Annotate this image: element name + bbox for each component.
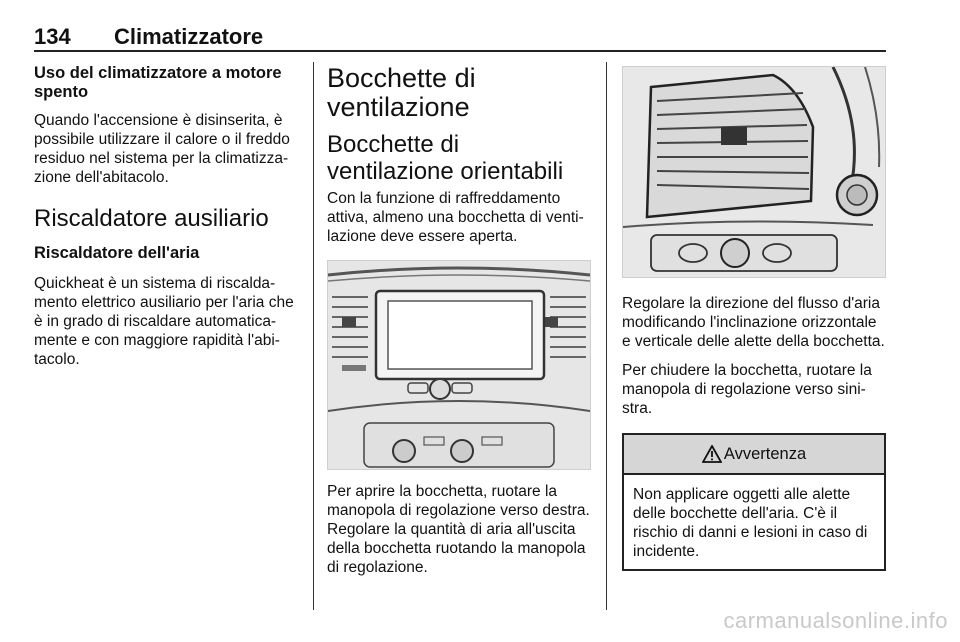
section-title-auxiliary-heater: Riscaldatore ausiliario bbox=[34, 205, 269, 232]
paragraph-residual-heat: Quando l'accensione è disinserita, è pos… bbox=[34, 112, 290, 186]
paragraph-open-vent: Per aprire la bocchetta, ruotare la mano… bbox=[327, 483, 590, 576]
page-number: 134 bbox=[34, 24, 71, 49]
paragraph-close-vent: Per chiudere la bocchetta, ruotare la ma… bbox=[622, 362, 872, 417]
warning-triangle-icon bbox=[701, 445, 722, 463]
warning-text: Non applicare oggetti alle alette delle … bbox=[633, 486, 868, 560]
section-title-air-vents: Bocchette di ventilazione bbox=[327, 63, 476, 122]
dashboard-vents-illustration bbox=[327, 261, 591, 469]
column-1: Uso del climatizzatore a motore spento Q… bbox=[34, 64, 302, 369]
column-2: Bocchette di ventilazione Bocchette di v… bbox=[327, 64, 591, 577]
column-3: Regolare la direzione del flusso d'aria … bbox=[622, 64, 886, 571]
heading-air-heater: Riscaldatore dell'aria bbox=[34, 244, 200, 262]
warning-box: 9 Avvertenza Non applicare oggetti alle … bbox=[622, 433, 886, 571]
page-header: 134 Climatizzatore bbox=[34, 24, 886, 52]
watermark: carmanualsonline.info bbox=[723, 608, 948, 633]
figure-dashboard-vents bbox=[327, 260, 591, 470]
header-rule bbox=[34, 50, 886, 52]
column-divider-2 bbox=[606, 62, 608, 610]
heading-engine-off: Uso del climatizzatore a motore spento bbox=[34, 64, 282, 101]
figure-vent-closeup bbox=[622, 66, 886, 278]
subsection-title-adjustable-vents: Bocchette di ventilazione orientabili bbox=[327, 131, 564, 185]
paragraph-cooling-vent: Con la funzione di raffreddamento attiva… bbox=[327, 190, 584, 245]
paragraph-airflow-direction: Regolare la direzione del flusso d'aria … bbox=[622, 295, 885, 350]
warning-header: 9 Avvertenza bbox=[624, 435, 884, 475]
column-divider-1 bbox=[313, 62, 315, 610]
chapter-title: Climatizzatore bbox=[114, 24, 264, 49]
vent-closeup-illustration bbox=[622, 66, 885, 277]
warning-title: Avvertenza bbox=[723, 444, 807, 463]
paragraph-quickheat: Quickheat è un sistema di riscalda- ment… bbox=[34, 275, 294, 368]
